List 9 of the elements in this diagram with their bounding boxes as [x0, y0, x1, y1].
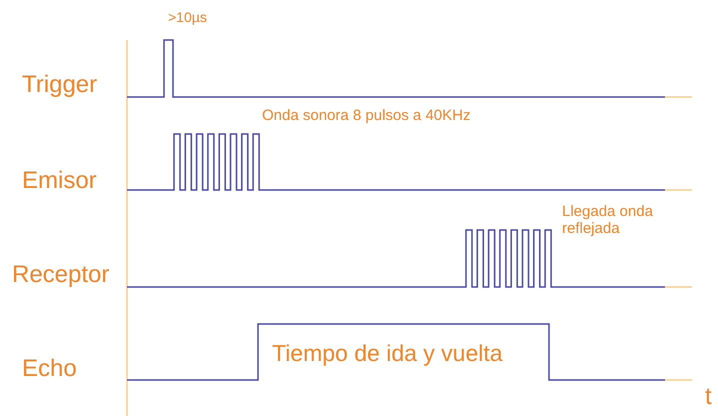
signal-name: Receptor	[12, 262, 110, 288]
pulse-duration-label: Tiempo de ida y vuelta	[272, 341, 503, 366]
signal-name: Trigger	[22, 72, 98, 98]
time-axis-label: t	[705, 384, 712, 410]
pulse-width-label: >10µs	[168, 10, 207, 26]
signal-name: Echo	[22, 356, 77, 382]
signal-name: Emisor	[22, 168, 97, 194]
pulse-burst-label: Onda sonora 8 pulsos a 40KHz	[262, 108, 470, 124]
echo-arrival-label: Llegada onda reflejada	[562, 204, 654, 237]
